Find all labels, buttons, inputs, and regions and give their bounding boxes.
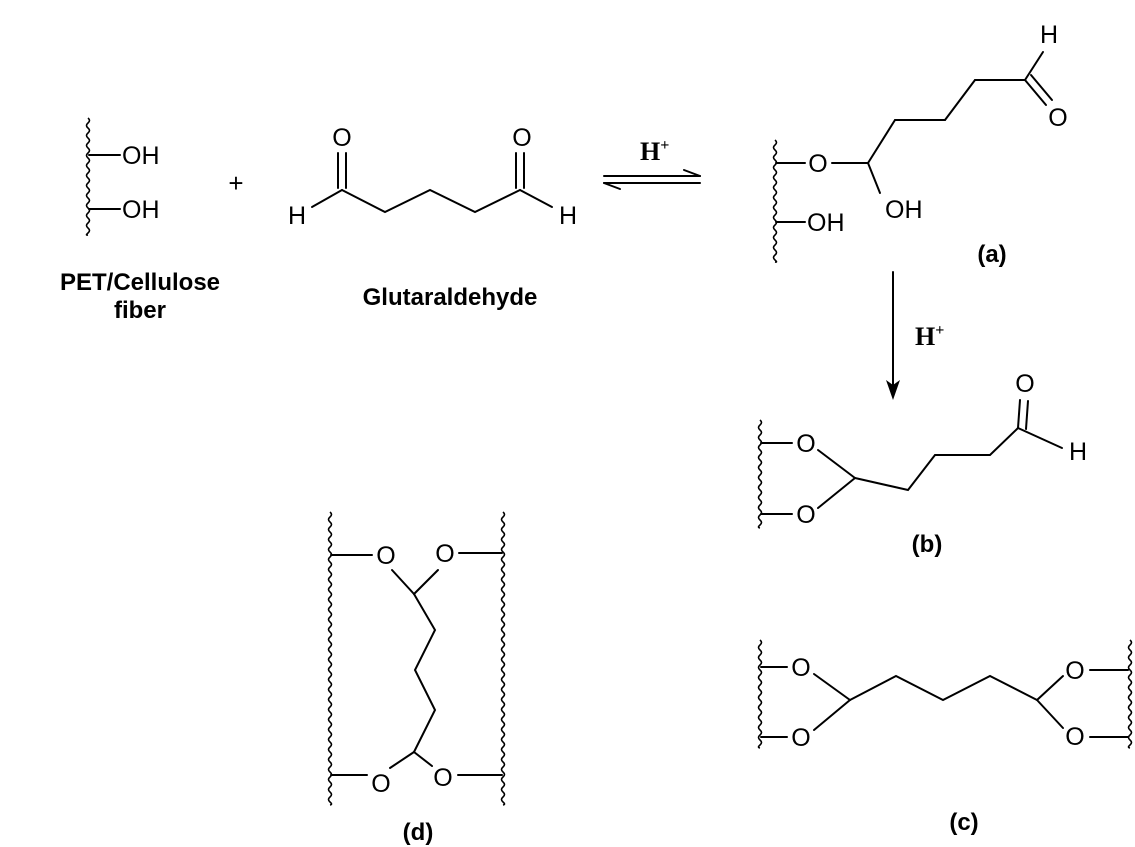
glutaraldehyde-oxygen-left: O — [332, 124, 351, 152]
product-a-hydroxyl: OH — [885, 196, 923, 224]
product-a-label: (a) — [977, 241, 1006, 268]
glutaraldehyde-oxygen-right: O — [512, 124, 531, 152]
bond-ch-b — [1017, 427, 1063, 449]
bond-carbon-oh-a — [867, 162, 881, 194]
bond-c-o-carbon-rt — [1036, 675, 1064, 701]
bond-c-o-carbon-lt — [813, 673, 851, 701]
product-c-oxygen-left-bottom: O — [791, 724, 810, 752]
fiber-oh-top: OH — [122, 142, 160, 170]
product-d-oxygen-bottom-left: O — [371, 770, 390, 798]
product-c-label: (c) — [949, 809, 978, 836]
down-arrow-head — [886, 380, 900, 400]
down-arrow: H+ — [886, 271, 944, 400]
down-arrow-catalyst: H+ — [915, 322, 944, 351]
product-a: O H O OH OH (a) — [772, 21, 1068, 268]
product-d-carbon-chain — [413, 593, 437, 753]
glutaraldehyde-carbon-chain — [341, 188, 521, 214]
bond-co-b-2 — [1025, 400, 1029, 430]
bond-d-o-carbon-bl — [389, 751, 415, 769]
bond-c-o-carbon-lb — [813, 699, 851, 731]
bond-o-acetal-bottom-b — [817, 477, 856, 509]
product-b: O O O H (b) — [757, 370, 1087, 558]
fiber-backbone-c-left — [757, 639, 763, 749]
bond-chain-a-3 — [944, 79, 976, 121]
fiber-oh-bottom: OH — [122, 196, 160, 224]
fiber-backbone-reactant — [85, 117, 91, 236]
product-a-ether-oxygen: O — [808, 150, 827, 178]
bond-chain-a-1 — [867, 119, 896, 164]
product-a-aldehyde-hydrogen: H — [1040, 21, 1058, 49]
product-b-label: (b) — [912, 531, 943, 558]
product-b-oxygen-top: O — [796, 430, 815, 458]
product-c-oxygen-right-bottom: O — [1065, 723, 1084, 751]
equilibrium-reverse-harpoon — [603, 182, 621, 190]
product-d-oxygen-bottom-right: O — [433, 764, 452, 792]
product-b-oxygen-bottom: O — [796, 501, 815, 529]
bond-o-acetal-top-b — [817, 449, 856, 479]
product-b-carbon-chain — [854, 427, 1019, 492]
bond-ch-a — [1024, 51, 1044, 81]
product-b-aldehyde-hydrogen: H — [1069, 438, 1087, 466]
glutaraldehyde-caption: Glutaraldehyde — [363, 284, 538, 311]
fiber-backbone-d-left — [327, 511, 333, 806]
fiber-caption-line1: PET/Cellulose — [60, 269, 220, 296]
product-d-oxygen-top-left: O — [376, 542, 395, 570]
fiber-backbone-b — [757, 419, 763, 529]
bond-co-a-1 — [1024, 79, 1047, 106]
product-c: O O O O (c) — [757, 639, 1133, 836]
bond-d-o-carbon-tr — [413, 569, 439, 595]
fiber-caption-line2: fiber — [114, 297, 166, 324]
fiber-backbone-d-right — [500, 511, 506, 806]
glutaraldehyde-hydrogen-left: H — [288, 202, 306, 230]
fiber-backbone-a — [772, 139, 778, 263]
plus-sign: + — [228, 168, 243, 198]
bond-c-o-carbon-rb — [1036, 699, 1064, 729]
equilibrium-arrow: H+ — [603, 137, 701, 190]
product-d-oxygen-top-right: O — [435, 540, 454, 568]
fiber-backbone-c-right — [1127, 639, 1133, 749]
product-a-fiber-hydroxyl: OH — [807, 209, 845, 237]
product-c-carbon-chain — [849, 674, 1038, 702]
fiber-reactant: OH OH PET/Cellulose fiber — [60, 117, 220, 324]
equilibrium-forward-harpoon — [683, 169, 701, 177]
product-c-oxygen-left-top: O — [791, 654, 810, 682]
product-c-oxygen-right-top: O — [1065, 657, 1084, 685]
product-d-label: (d) — [403, 819, 434, 846]
bond-d-o-carbon-tl — [391, 569, 415, 595]
product-b-aldehyde-oxygen: O — [1015, 370, 1034, 398]
glutaraldehyde-molecule: O H O H Glutaraldehyde — [288, 124, 577, 311]
bond-d-o-carbon-br — [413, 751, 433, 767]
product-d: O O O O (d) — [327, 511, 506, 846]
glutaraldehyde-hydrogen-right: H — [559, 202, 577, 230]
equilibrium-catalyst: H+ — [640, 137, 669, 166]
bond-co-a-2 — [1030, 74, 1053, 101]
bond-co-b-1 — [1017, 399, 1021, 429]
bond-ch-left — [311, 189, 343, 208]
product-a-aldehyde-oxygen: O — [1048, 104, 1067, 132]
bond-ch-right — [519, 189, 553, 208]
